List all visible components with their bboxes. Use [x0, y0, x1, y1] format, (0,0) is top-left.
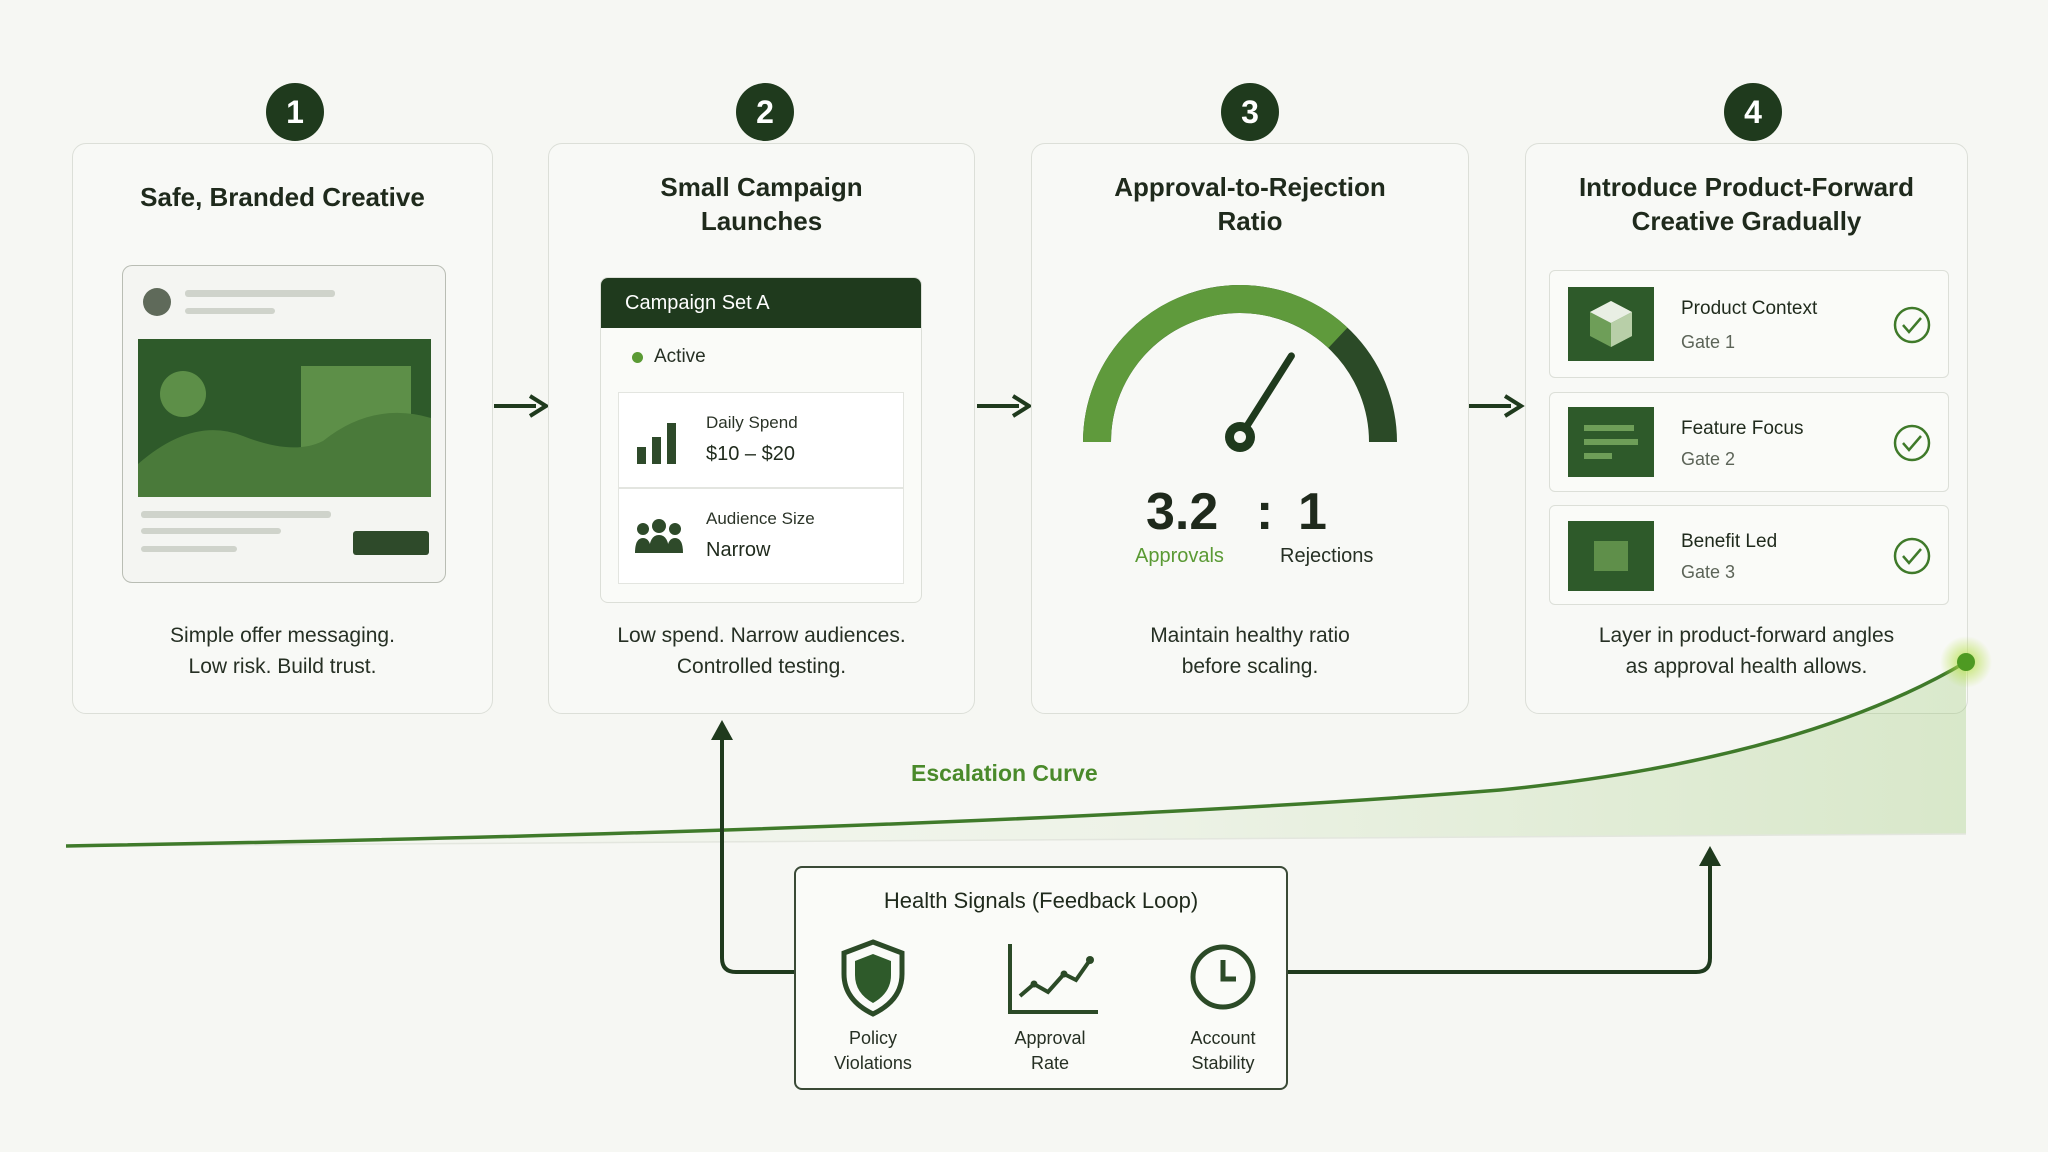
feature-lines-icon — [1568, 407, 1654, 477]
gauge-needle — [1236, 352, 1295, 441]
gate-card-3: Benefit Led Gate 3 — [1549, 505, 1949, 605]
feedback-arrow-to-step4 — [1288, 858, 1712, 974]
audience-size-row: Audience Size Narrow — [618, 488, 904, 584]
step-1-caption-line2: Low risk. Build trust. — [188, 655, 377, 678]
step-4-caption-line1: Layer in product-forward angles — [1598, 624, 1895, 647]
audience-size-label: Audience Size — [706, 509, 815, 528]
gate-3-title: Benefit Led — [1681, 531, 1778, 552]
clock-icon — [1190, 944, 1256, 1010]
step-2-caption-line1: Low spend. Narrow audiences. — [617, 624, 906, 647]
feedback-arrow-to-step2 — [720, 730, 794, 974]
curve-endpoint-dot — [1957, 653, 1975, 671]
trend-chart-icon — [1008, 944, 1098, 1014]
step-3-caption-line1: Maintain healthy ratio — [1150, 624, 1350, 647]
shield-icon — [841, 939, 905, 1017]
arrow-step2-to-step3 — [977, 394, 1033, 418]
rejections-label: Rejections — [1280, 545, 1374, 567]
step-1-caption-line1: Simple offer messaging. — [170, 624, 395, 647]
check-circle-icon — [1893, 424, 1931, 462]
step-2-caption-line2: Controlled testing. — [676, 655, 847, 678]
step-4-title-line1: Introduce Product-Forward — [1578, 172, 1915, 202]
branded-creative-mockup — [122, 265, 446, 583]
arrow-step1-to-step2 — [494, 394, 550, 418]
health-signals-title: Health Signals (Feedback Loop) — [883, 888, 1199, 913]
step-2-title-line2: Launches — [700, 206, 823, 236]
audience-icon — [635, 519, 683, 553]
step-2-title-line1: Small Campaign — [660, 172, 863, 202]
step-3-caption-line2: before scaling. — [1181, 655, 1319, 678]
creative-mockup-illustration — [138, 288, 431, 555]
arrow-step3-to-step4 — [1469, 394, 1525, 418]
gate-2-title: Feature Focus — [1681, 418, 1804, 439]
step-1-badge: 1 — [266, 83, 324, 141]
cube-icon — [1568, 287, 1654, 361]
campaign-card-header: Campaign Set A — [601, 278, 921, 328]
step-3-title-line1: Approval-to-Rejection — [1114, 172, 1386, 202]
approvals-label: Approvals — [1135, 545, 1224, 567]
campaign-card: Campaign Set A Active Daily Spend $10 – … — [600, 277, 922, 603]
step-3-badge: 3 — [1221, 83, 1279, 141]
gate-2-subtitle: Gate 2 — [1681, 449, 1736, 469]
escalation-curve-line — [65, 660, 1967, 848]
gate-card-2: Feature Focus Gate 2 — [1549, 392, 1949, 492]
rejections-value: 1 — [1298, 483, 1327, 541]
escalation-curve-area — [66, 662, 1966, 846]
daily-spend-value: $10 – $20 — [706, 443, 795, 465]
ratio-separator: : — [1256, 483, 1274, 541]
gate-1-subtitle: Gate 1 — [1681, 332, 1736, 352]
benefit-square-icon — [1568, 521, 1654, 591]
escalation-curve-label: Escalation Curve — [911, 760, 1098, 786]
step-1-title: Safe, Branded Creative — [140, 182, 425, 212]
bar-chart-icon — [637, 423, 676, 464]
daily-spend-label: Daily Spend — [706, 413, 798, 432]
step-2-badge: 2 — [736, 83, 794, 141]
gate-3-subtitle: Gate 3 — [1681, 562, 1736, 582]
check-circle-icon — [1893, 306, 1931, 344]
check-circle-icon — [1893, 537, 1931, 575]
gauge-fill — [1083, 285, 1348, 443]
gate-1-title: Product Context — [1681, 298, 1818, 319]
daily-spend-row: Daily Spend $10 – $20 — [618, 392, 904, 488]
step-4-badge: 4 — [1724, 83, 1782, 141]
campaign-status: Active — [654, 346, 706, 367]
ratio-gauge — [1083, 285, 1397, 452]
audience-size-value: Narrow — [706, 539, 771, 561]
status-dot-icon — [632, 352, 643, 363]
step-4-title-line2: Creative Gradually — [1631, 206, 1862, 236]
step-3-title-line2: Ratio — [1217, 206, 1283, 236]
gate-card-1: Product Context Gate 1 — [1549, 270, 1949, 378]
approvals-value: 3.2 — [1146, 483, 1219, 541]
step-4-caption-line2: as approval health allows. — [1625, 655, 1868, 678]
